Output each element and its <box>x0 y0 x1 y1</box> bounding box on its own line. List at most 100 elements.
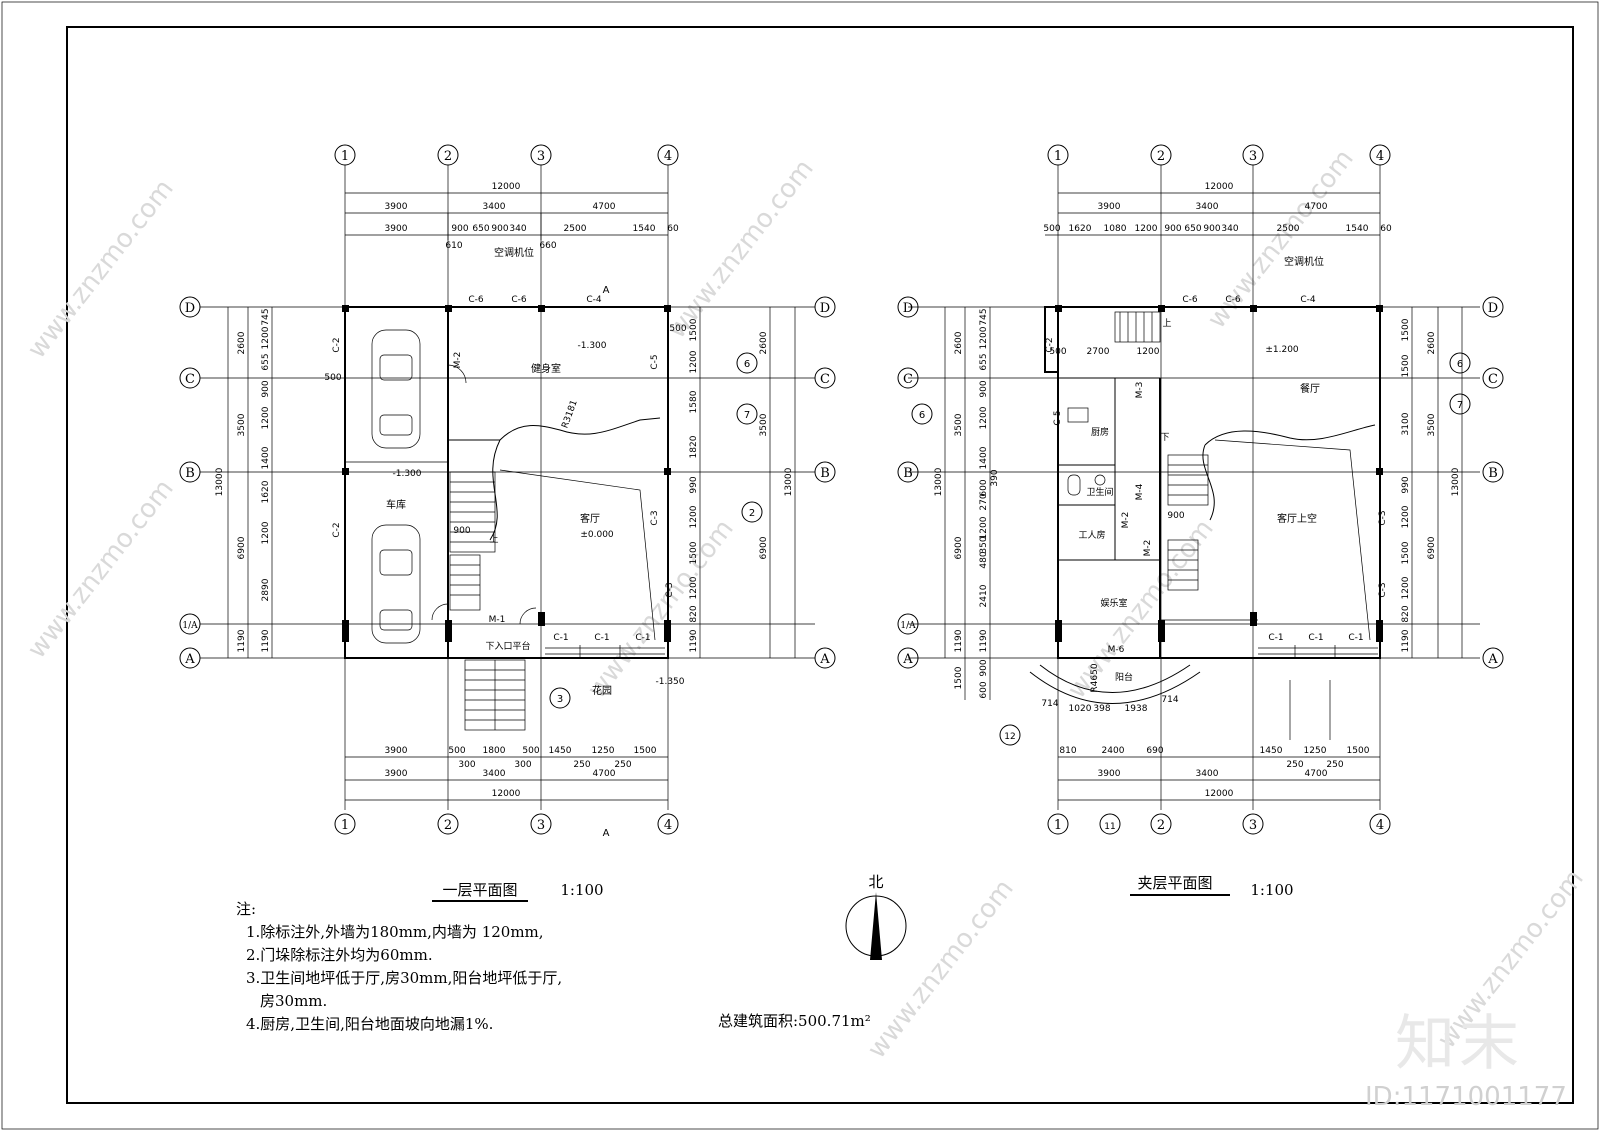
svg-text:3: 3 <box>537 818 545 833</box>
svg-text:340: 340 <box>1221 224 1238 234</box>
svg-text:300: 300 <box>458 760 475 770</box>
section-mark: 7 <box>744 410 750 421</box>
svg-text:500: 500 <box>324 373 341 383</box>
svg-text:M-2: M-2 <box>1121 512 1131 529</box>
section-mark: 6 <box>919 410 925 421</box>
svg-text:600: 600 <box>979 681 989 698</box>
svg-text:714: 714 <box>1041 699 1058 709</box>
svg-text:900: 900 <box>453 526 470 536</box>
svg-text:1200: 1200 <box>1401 505 1411 528</box>
svg-text:上: 上 <box>1162 318 1171 329</box>
svg-text:D: D <box>1488 301 1498 316</box>
room-label: 阳台 <box>1115 671 1133 683</box>
svg-text:1500: 1500 <box>1401 541 1411 564</box>
drawing-frame <box>66 26 1574 1104</box>
svg-text:340: 340 <box>509 224 526 234</box>
svg-text:2: 2 <box>444 818 452 833</box>
room-label: 车库 <box>386 498 406 511</box>
svg-text:B: B <box>820 466 830 481</box>
svg-text:714: 714 <box>1161 695 1178 705</box>
svg-text:1620: 1620 <box>261 480 271 503</box>
svg-text:1500: 1500 <box>1347 746 1370 756</box>
room-label: 下入口平台 <box>485 640 530 652</box>
id-watermark: ID:1171001177 <box>1365 1082 1567 1112</box>
svg-text:3500: 3500 <box>237 413 247 436</box>
svg-text:D: D <box>903 301 913 316</box>
svg-text:1500: 1500 <box>954 666 964 689</box>
svg-text:C: C <box>1488 372 1498 387</box>
svg-text:900: 900 <box>491 224 508 234</box>
room-label: 卫生间 <box>1086 486 1113 498</box>
dimension-left: 13000 2600 3500 6900 1190 745 1200 655 9… <box>215 307 273 658</box>
plan-scale: 1:100 <box>1250 881 1293 899</box>
svg-text:B: B <box>185 466 195 481</box>
level-mark: ±0.000 <box>580 530 614 540</box>
svg-text:1190: 1190 <box>689 629 699 652</box>
svg-text:500: 500 <box>669 324 686 334</box>
svg-text:810: 810 <box>1059 746 1076 756</box>
svg-text:4700: 4700 <box>1305 202 1328 212</box>
svg-text:C-5: C-5 <box>650 354 660 369</box>
svg-text:M-3: M-3 <box>1135 382 1145 399</box>
svg-text:2500: 2500 <box>1277 224 1300 234</box>
svg-text:M-4: M-4 <box>1135 483 1145 500</box>
svg-text:3900: 3900 <box>385 769 408 779</box>
svg-text:900: 900 <box>261 380 271 397</box>
svg-text:398: 398 <box>1093 704 1110 714</box>
svg-text:C-1: C-1 <box>1348 633 1363 643</box>
svg-text:500: 500 <box>522 746 539 756</box>
svg-text:1500: 1500 <box>689 541 699 564</box>
svg-text:655: 655 <box>979 353 989 370</box>
svg-text:1200: 1200 <box>689 576 699 599</box>
svg-text:650: 650 <box>1184 224 1201 234</box>
room-label: 健身室 <box>531 362 561 375</box>
svg-text:60: 60 <box>1380 224 1392 234</box>
axis-bubbles-top: 1 2 3 4 <box>334 144 679 166</box>
section-mark: 7 <box>1457 400 1463 411</box>
plan-title: 夹层平面图 <box>1137 874 1212 892</box>
axis-label: 4 <box>664 149 672 164</box>
svg-text:C-6: C-6 <box>468 295 484 305</box>
section-mark: 2 <box>749 508 755 519</box>
svg-text:270: 270 <box>979 493 989 510</box>
svg-text:13000: 13000 <box>215 467 225 496</box>
note-item: 3.卫生间地坪低于厅,房30mm,阳台地坪低于厅, <box>246 969 563 987</box>
room-label: 餐厅 <box>1300 382 1320 395</box>
svg-text:C: C <box>903 372 913 387</box>
section-mark: 6 <box>1457 359 1463 370</box>
svg-text:1450: 1450 <box>549 746 572 756</box>
section-mark: 6 <box>744 359 750 370</box>
svg-text:250: 250 <box>1286 760 1303 770</box>
note-item: 房30mm. <box>260 992 328 1010</box>
svg-text:B: B <box>1488 466 1498 481</box>
svg-text:1200: 1200 <box>261 406 271 429</box>
svg-text:C-4: C-4 <box>1300 295 1316 305</box>
svg-text:2500: 2500 <box>564 224 587 234</box>
dimension-right: 1500 1200 1580 1820 990 1200 1500 1200 8… <box>689 307 796 658</box>
svg-text:11: 11 <box>1104 822 1115 832</box>
svg-text:1800: 1800 <box>483 746 506 756</box>
svg-text:C-6: C-6 <box>1182 295 1198 305</box>
level-mark: ±1.200 <box>1265 345 1299 355</box>
svg-text:1500: 1500 <box>1401 318 1411 341</box>
svg-text:12000: 12000 <box>492 789 521 799</box>
svg-text:1190: 1190 <box>1401 629 1411 652</box>
svg-text:1500: 1500 <box>634 746 657 756</box>
svg-text:C-1: C-1 <box>1308 633 1323 643</box>
svg-text:4: 4 <box>1376 818 1384 833</box>
svg-text:12000: 12000 <box>492 182 521 192</box>
section-mark: A <box>603 828 610 839</box>
svg-text:2: 2 <box>1157 149 1165 164</box>
dimension-top: 12000 3900 3400 4700 3900 900 650 900 34… <box>345 182 679 240</box>
dimension-right: 1500 1500 3100 990 1200 1500 1200 820 11… <box>1401 307 1463 658</box>
axis-bubbles-bottom: 1 2 3 4 <box>334 813 679 835</box>
svg-text:6900: 6900 <box>237 536 247 559</box>
svg-text:下: 下 <box>1160 433 1169 443</box>
svg-text:C-1: C-1 <box>1268 633 1283 643</box>
axis-bubbles-left: D C B 1/A A <box>897 296 919 669</box>
notes-block: 注: 1.除标注外,外墙为180mm,内墙为 120mm, 2.门垛除标注外均为… <box>236 898 562 1036</box>
svg-text:6900: 6900 <box>1427 536 1437 559</box>
svg-text:600: 600 <box>979 479 989 496</box>
dimension-bottom: 3900 500 1800 500 1450 1250 1500 300 300… <box>345 746 668 801</box>
